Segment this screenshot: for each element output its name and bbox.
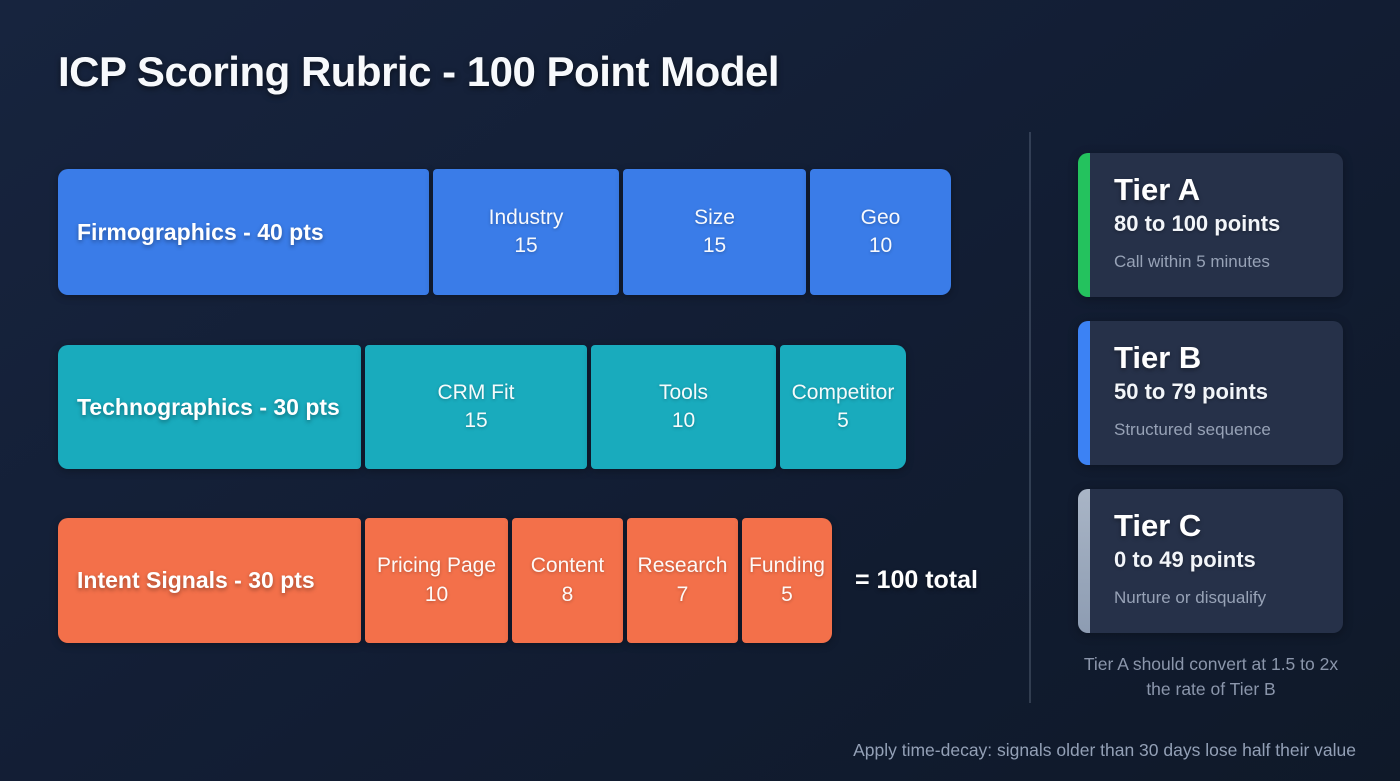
bar-row-technographics: Technographics - 30 pts CRM Fit 15 Tools… [58, 345, 906, 469]
bar-segment-industry: Industry 15 [433, 169, 619, 295]
time-decay-footer-note: Apply time-decay: signals older than 30 … [853, 740, 1356, 760]
bar-label: Firmographics - 40 pts [77, 218, 324, 245]
bar-label: Intent Signals - 30 pts [77, 567, 315, 593]
segment-name: Competitor [791, 380, 895, 404]
tier-range: 50 to 79 points [1114, 378, 1269, 404]
bar-segment-pricing-page: Pricing Page 10 [365, 518, 508, 643]
bar-label-block-intent-signals: Intent Signals - 30 pts [58, 518, 361, 643]
bar-segment-geo: Geo 10 [810, 169, 951, 295]
tier-card-body: Tier C 0 to 49 points Nurture or disqual… [1114, 508, 1331, 608]
segment-name: Tools [658, 380, 709, 404]
segment-points: 8 [561, 582, 574, 606]
tier-card-b: Tier B 50 to 79 points Structured sequen… [1078, 321, 1343, 465]
tier-action: Nurture or disqualify [1114, 587, 1267, 607]
total-label: = 100 total [855, 566, 978, 594]
bar-segment-size: Size 15 [623, 169, 806, 295]
bar-label-block-firmographics: Firmographics - 40 pts [58, 169, 429, 295]
tier-range: 80 to 100 points [1114, 210, 1281, 236]
bar-segment-crm-fit: CRM Fit 15 [365, 345, 587, 469]
bar-label: Technographics - 30 pts [77, 393, 340, 420]
tier-card-body: Tier A 80 to 100 points Call within 5 mi… [1114, 172, 1331, 272]
bar-row-intent-signals: Intent Signals - 30 pts Pricing Page 10 … [58, 518, 832, 643]
segment-name: Research [637, 554, 728, 578]
segment-name: CRM Fit [437, 380, 515, 404]
tier-name: Tier B [1114, 340, 1202, 375]
bar-segment-tools: Tools 10 [591, 345, 776, 469]
tier-action: Structured sequence [1114, 419, 1271, 439]
segment-points: 5 [837, 409, 849, 432]
tier-b-accent-bar [1078, 321, 1090, 465]
segment-name: Industry [488, 205, 564, 229]
segment-points: 10 [868, 234, 893, 257]
divider-line [1029, 132, 1031, 703]
page-title: ICP Scoring Rubric - 100 Point Model [58, 48, 780, 95]
bar-segment-research: Research 7 [627, 518, 738, 643]
tier-range: 0 to 49 points [1114, 546, 1256, 572]
segment-points: 15 [464, 409, 488, 432]
segment-points: 15 [702, 234, 727, 257]
segment-name: Size [694, 205, 735, 229]
bar-segment-funding: Funding 5 [742, 518, 832, 643]
tier-action: Call within 5 minutes [1114, 251, 1270, 271]
segment-points: 7 [676, 582, 689, 606]
segment-points: 10 [671, 409, 696, 432]
segment-points: 5 [781, 582, 793, 606]
bar-label-block-technographics: Technographics - 30 pts [58, 345, 361, 469]
tier-conversion-note: Tier A should convert at 1.5 to 2x the r… [1083, 654, 1339, 699]
tier-card-c: Tier C 0 to 49 points Nurture or disqual… [1078, 489, 1343, 633]
segment-points: 15 [514, 234, 538, 257]
segment-name: Funding [749, 554, 825, 578]
segment-name: Geo [860, 205, 901, 229]
tier-c-accent-bar [1078, 489, 1090, 633]
bar-segment-content: Content 8 [512, 518, 623, 643]
bar-segment-competitor: Competitor 5 [780, 345, 906, 469]
bar-row-firmographics: Firmographics - 40 pts Industry 15 Size … [58, 169, 951, 295]
tier-a-accent-bar [1078, 153, 1090, 297]
tier-card-body: Tier B 50 to 79 points Structured sequen… [1114, 340, 1331, 440]
segment-points: 10 [424, 582, 449, 606]
tier-card-a: Tier A 80 to 100 points Call within 5 mi… [1078, 153, 1343, 297]
segment-name: Content [530, 554, 605, 578]
tier-name: Tier A [1114, 172, 1201, 207]
tier-name: Tier C [1114, 508, 1202, 543]
segment-name: Pricing Page [376, 554, 497, 578]
